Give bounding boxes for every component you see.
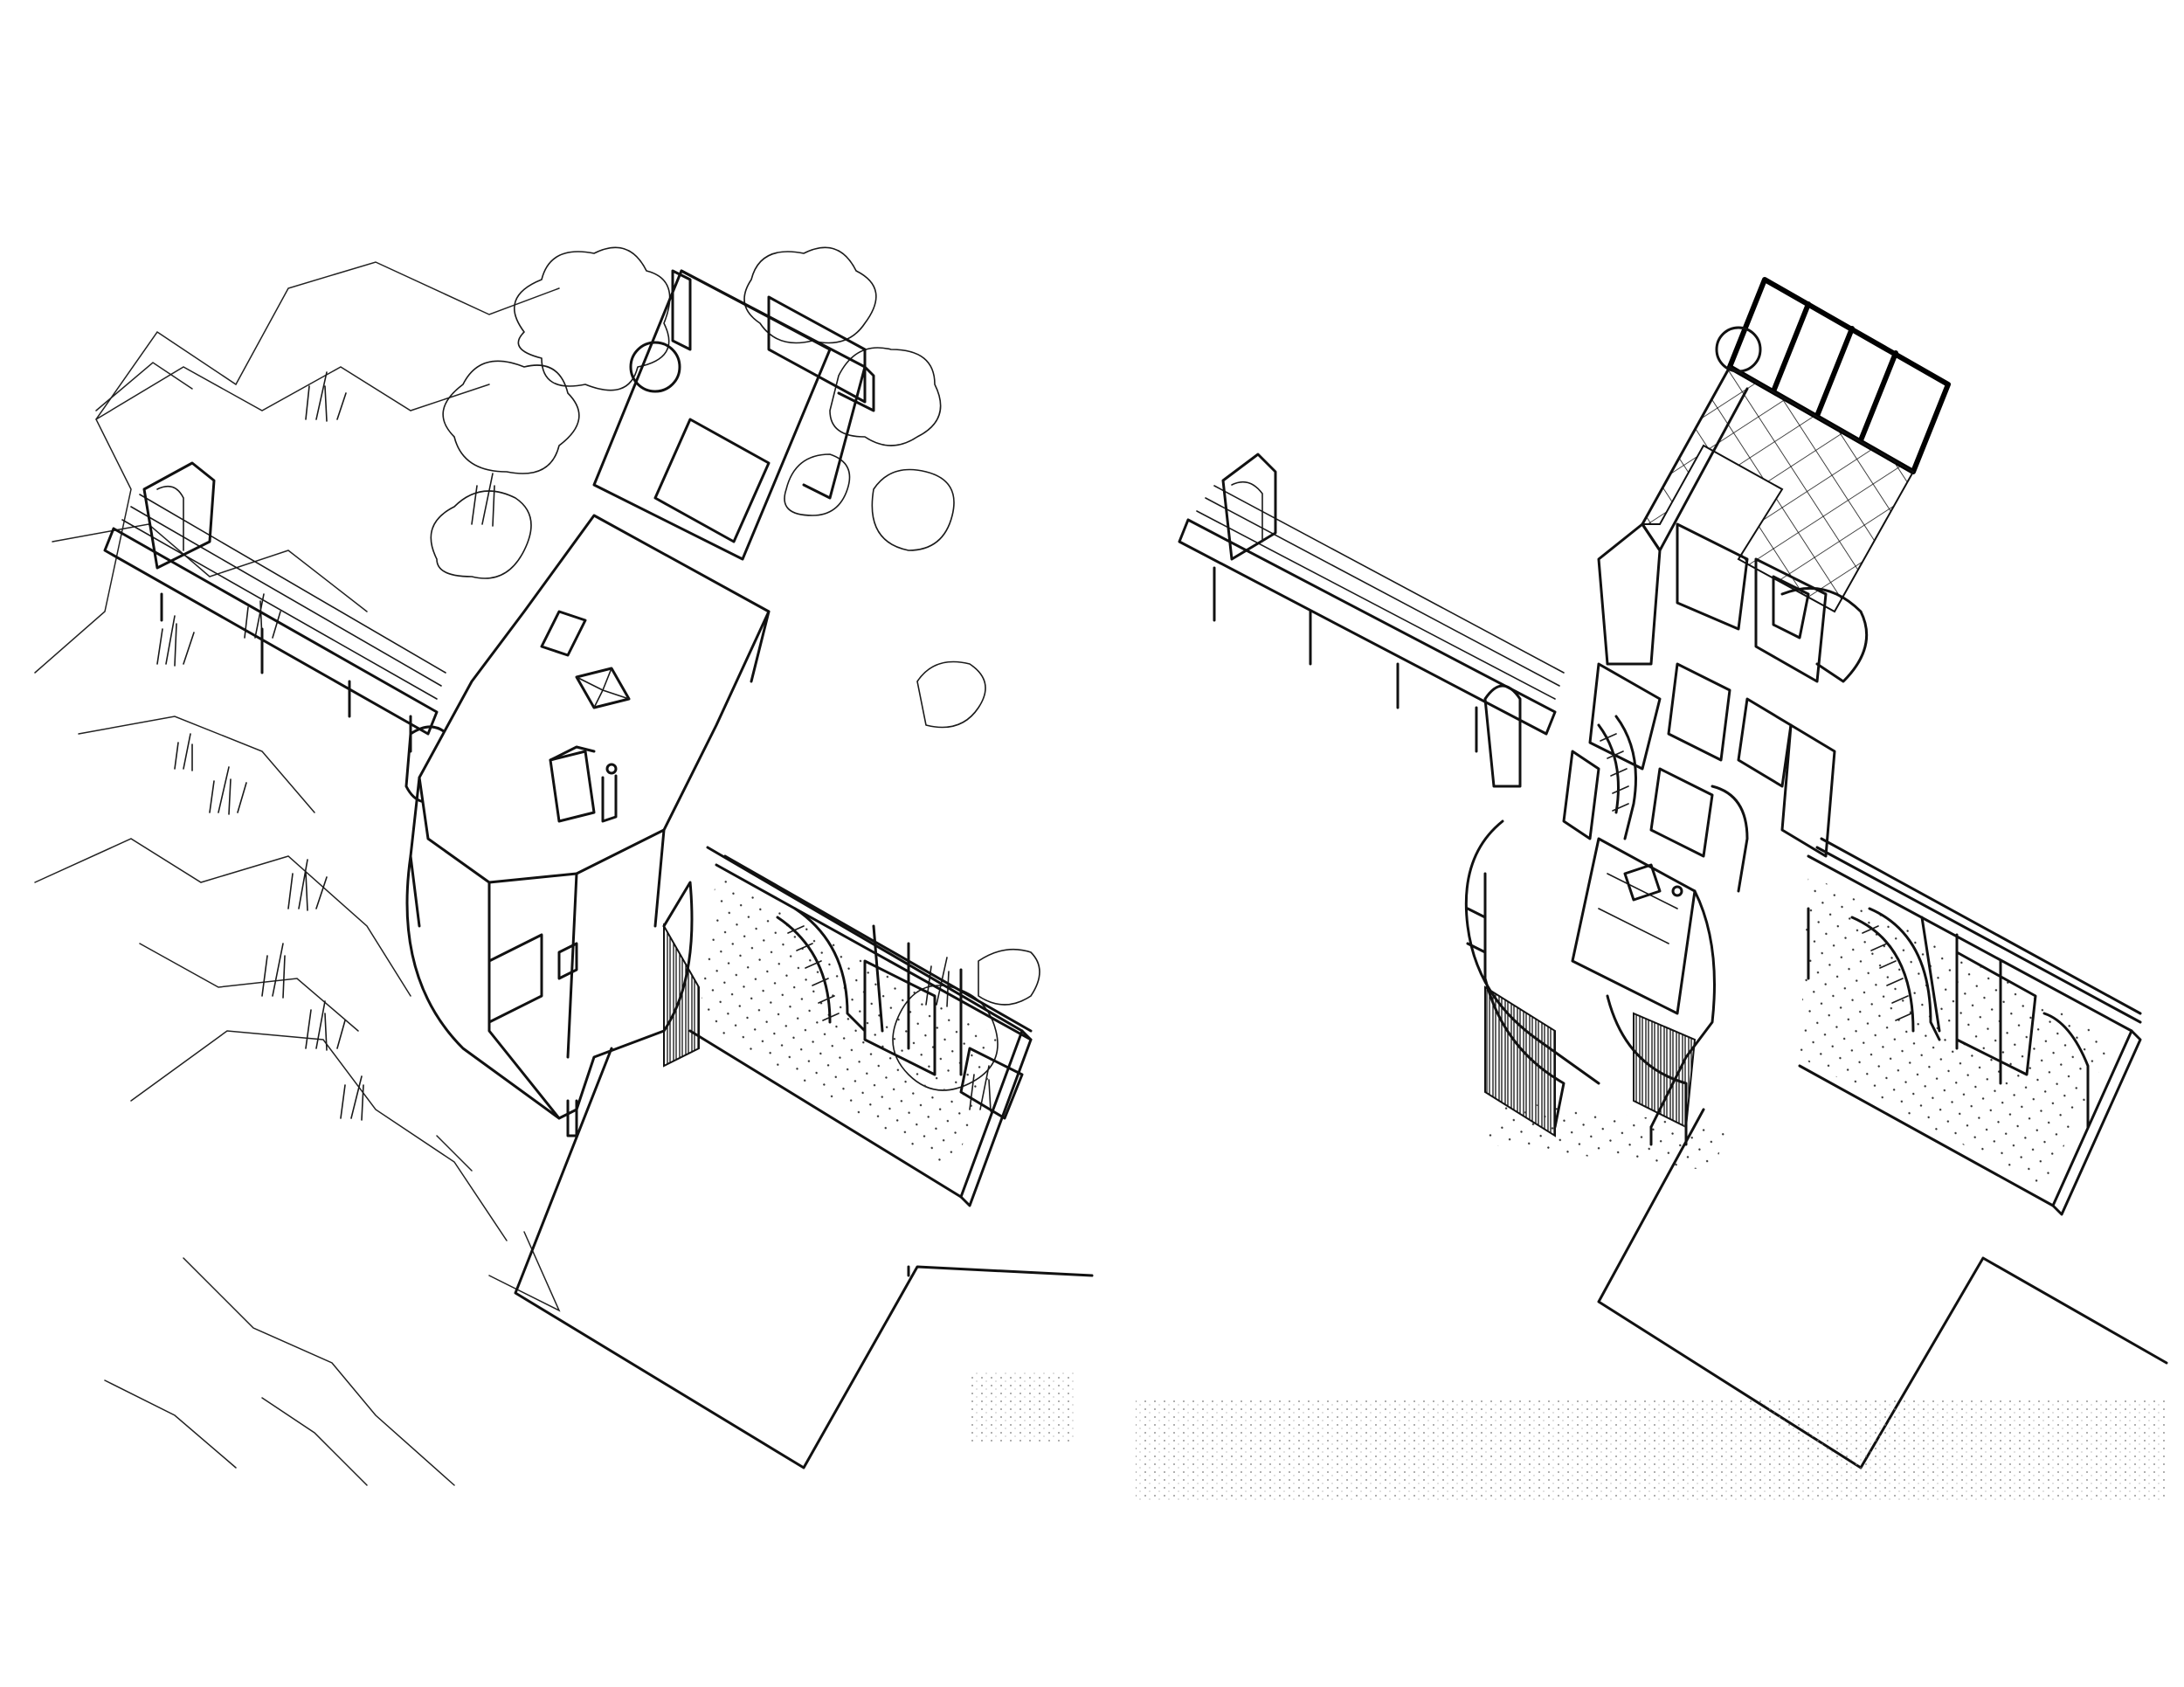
stair [776,907,867,1033]
stair [1850,907,1941,1041]
curved-wall [405,854,700,1137]
ground-dots [1485,1101,1730,1171]
skylight [575,667,631,709]
exterior-axonometric [34,246,1094,1486]
roof-pergola [1641,277,1951,613]
chimney [549,745,618,823]
lower-deck [688,846,1033,1207]
entry-bridge [1178,453,1565,788]
entry-bridge [103,461,456,804]
lawn [514,1047,1094,1469]
grass [156,371,992,1121]
cutaway-axonometric [1136,277,2168,1503]
upper-floor [1562,522,1869,893]
stair [1597,715,1637,840]
rooftop-terrace [592,269,875,561]
curved-wall [1464,819,1716,1146]
paper-speckle [1136,1398,2167,1503]
lower-deck [1798,837,2142,1216]
paper-speckle [970,1372,1075,1442]
